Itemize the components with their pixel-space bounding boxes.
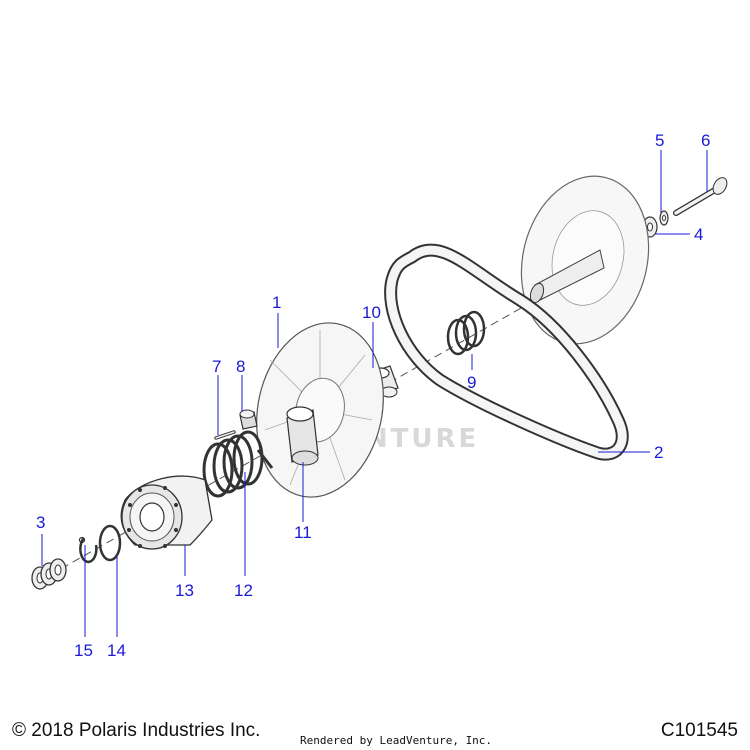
retaining-ring-part bbox=[98, 524, 122, 562]
callout-13: 13 bbox=[175, 581, 194, 600]
callout-14: 14 bbox=[107, 641, 126, 660]
bolt-part bbox=[673, 177, 728, 216]
callout-1: 1 bbox=[272, 293, 281, 312]
callout-7: 7 bbox=[212, 357, 221, 376]
helix-cam-part bbox=[120, 475, 213, 550]
leader-lines bbox=[41, 150, 708, 637]
callout-9: 9 bbox=[467, 373, 476, 392]
callout-4: 4 bbox=[694, 225, 703, 244]
snap-ring-part bbox=[78, 536, 98, 564]
rendered-by-text: Rendered by LeadVenture, Inc. bbox=[300, 734, 493, 747]
pin-part bbox=[214, 430, 236, 440]
callout-5: 5 bbox=[655, 131, 664, 150]
movable-sheave-part bbox=[256, 322, 384, 498]
sleeve-part bbox=[286, 406, 319, 466]
copyright-text: © 2018 Polaris Industries Inc. bbox=[12, 720, 261, 741]
washer-part bbox=[659, 210, 669, 226]
torsion-spring-part bbox=[202, 430, 274, 498]
fixed-sheave-part bbox=[520, 175, 650, 345]
callout-11: 11 bbox=[294, 523, 312, 542]
callout-3: 3 bbox=[36, 513, 45, 532]
callout-6: 6 bbox=[701, 131, 710, 150]
callout-15: 15 bbox=[74, 641, 93, 660]
callout-8: 8 bbox=[236, 357, 245, 376]
roller-part bbox=[239, 409, 258, 430]
washer-stack-part bbox=[31, 558, 67, 590]
callout-12: 12 bbox=[234, 581, 253, 600]
spring-part bbox=[446, 310, 486, 356]
drive-belt-part bbox=[384, 243, 629, 461]
callout-10: 10 bbox=[362, 303, 381, 322]
callout-2: 2 bbox=[654, 443, 663, 462]
drawing-id: C101545 bbox=[660, 720, 738, 741]
